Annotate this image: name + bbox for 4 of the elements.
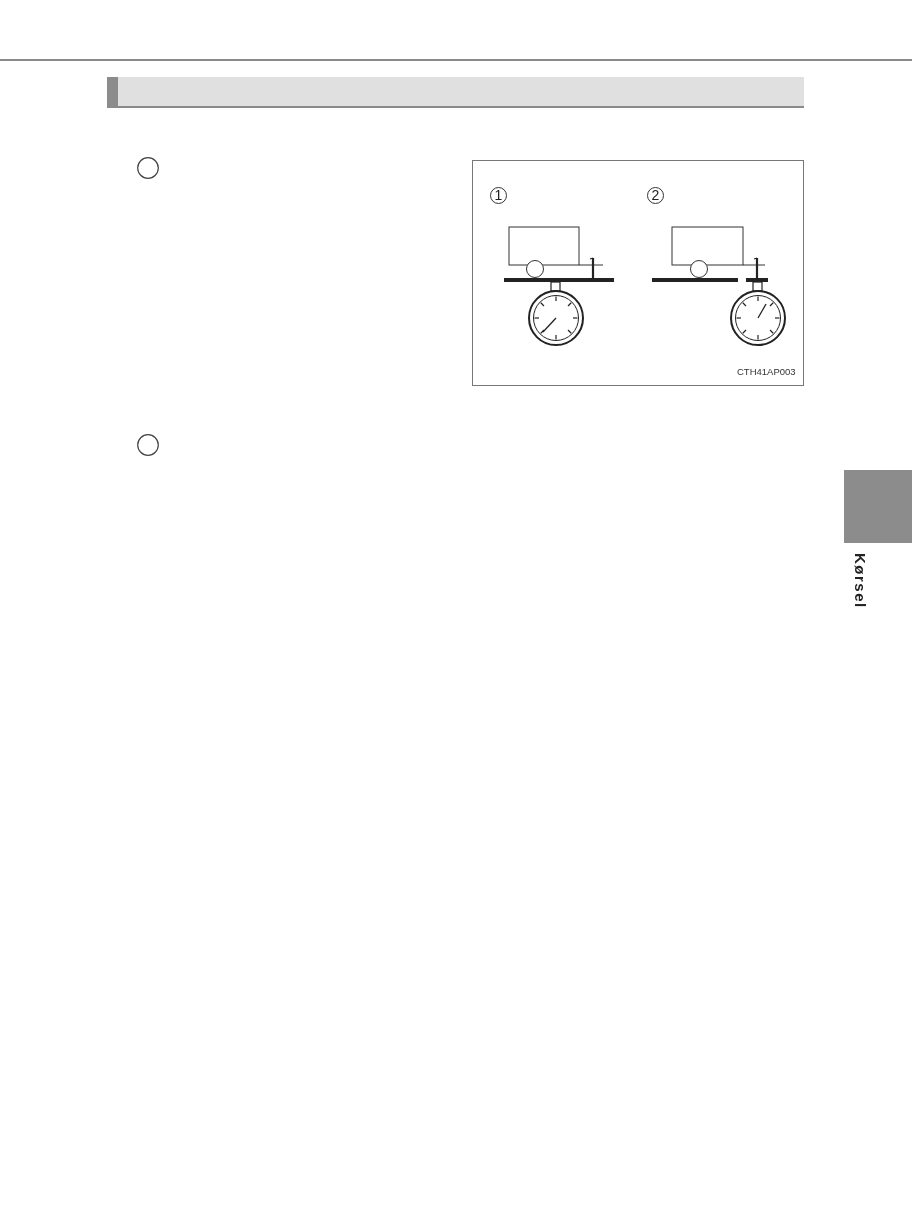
figure-code: CTH41AP003: [737, 366, 796, 377]
section-tab: [844, 470, 912, 543]
section-heading-bar: [107, 77, 804, 108]
section-tab-label: Kørsel: [852, 553, 869, 609]
